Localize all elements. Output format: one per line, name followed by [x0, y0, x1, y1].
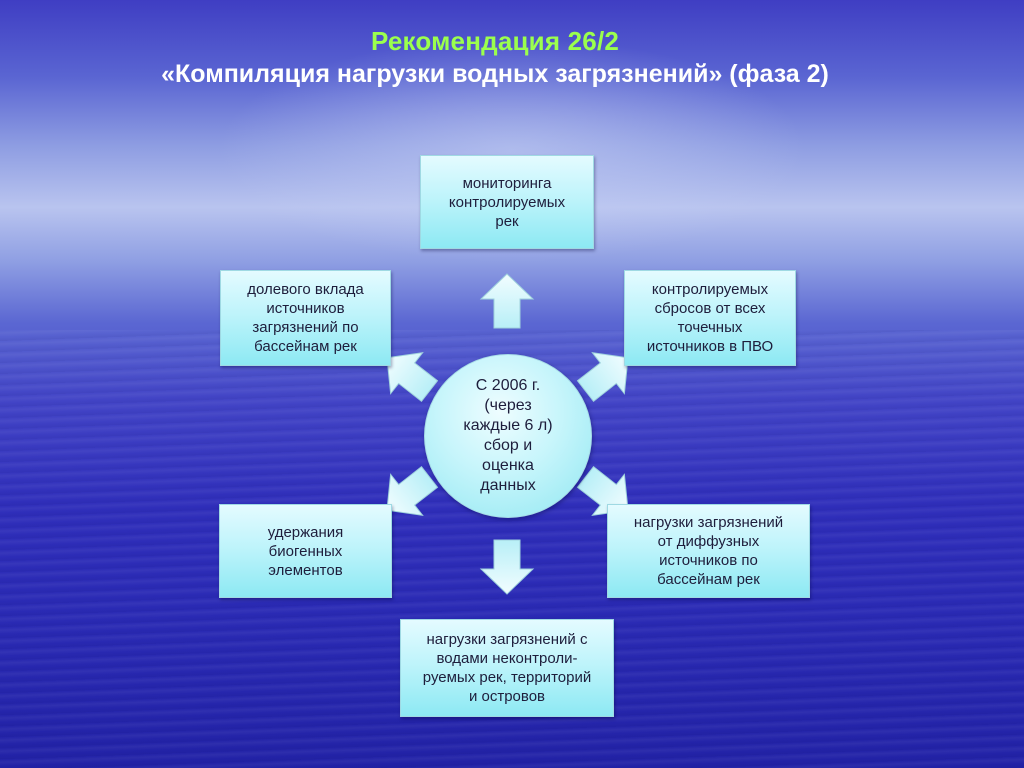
center-data-collection: С 2006 г. (через каждые 6 л) сбор и оцен… — [424, 354, 592, 518]
node-monitoring-rivers: мониторинга контролируемых рек — [420, 155, 594, 249]
node-source-apportionment: долевого вклада источников загрязнений п… — [220, 270, 391, 366]
node-source-apportionment-text: долевого вклада источников загрязнений п… — [247, 281, 364, 355]
node-uncontrolled-rivers: нагрузки загрязнений с водами неконтроли… — [400, 619, 614, 717]
node-point-sources-text: контролируемых сбросов от всех точечных … — [646, 281, 774, 355]
node-nutrient-retention-text: удержания биогенных элементов — [267, 523, 344, 579]
node-diffuse-sources: нагрузки загрязнений от диффузных источн… — [607, 504, 810, 598]
node-diffuse-sources-text: нагрузки загрязнений от диффузных источн… — [633, 514, 784, 588]
slide-title-subtitle: «Компиляция нагрузки водных загрязнений»… — [161, 60, 829, 88]
node-nutrient-retention: удержания биогенных элементов — [219, 504, 392, 598]
node-point-sources: контролируемых сбросов от всех точечных … — [624, 270, 796, 366]
node-uncontrolled-rivers-text: нагрузки загрязнений с водами неконтроли… — [422, 631, 592, 705]
node-monitoring-rivers-text: мониторинга контролируемых рек — [448, 174, 566, 230]
arrow-down-icon — [480, 539, 534, 595]
center-data-collection-text: С 2006 г. (через каждые 6 л) сбор и оцен… — [463, 377, 553, 494]
arrow-up-icon — [480, 273, 534, 329]
slide-title-recommendation: Рекомендация 26/2 — [370, 26, 620, 56]
